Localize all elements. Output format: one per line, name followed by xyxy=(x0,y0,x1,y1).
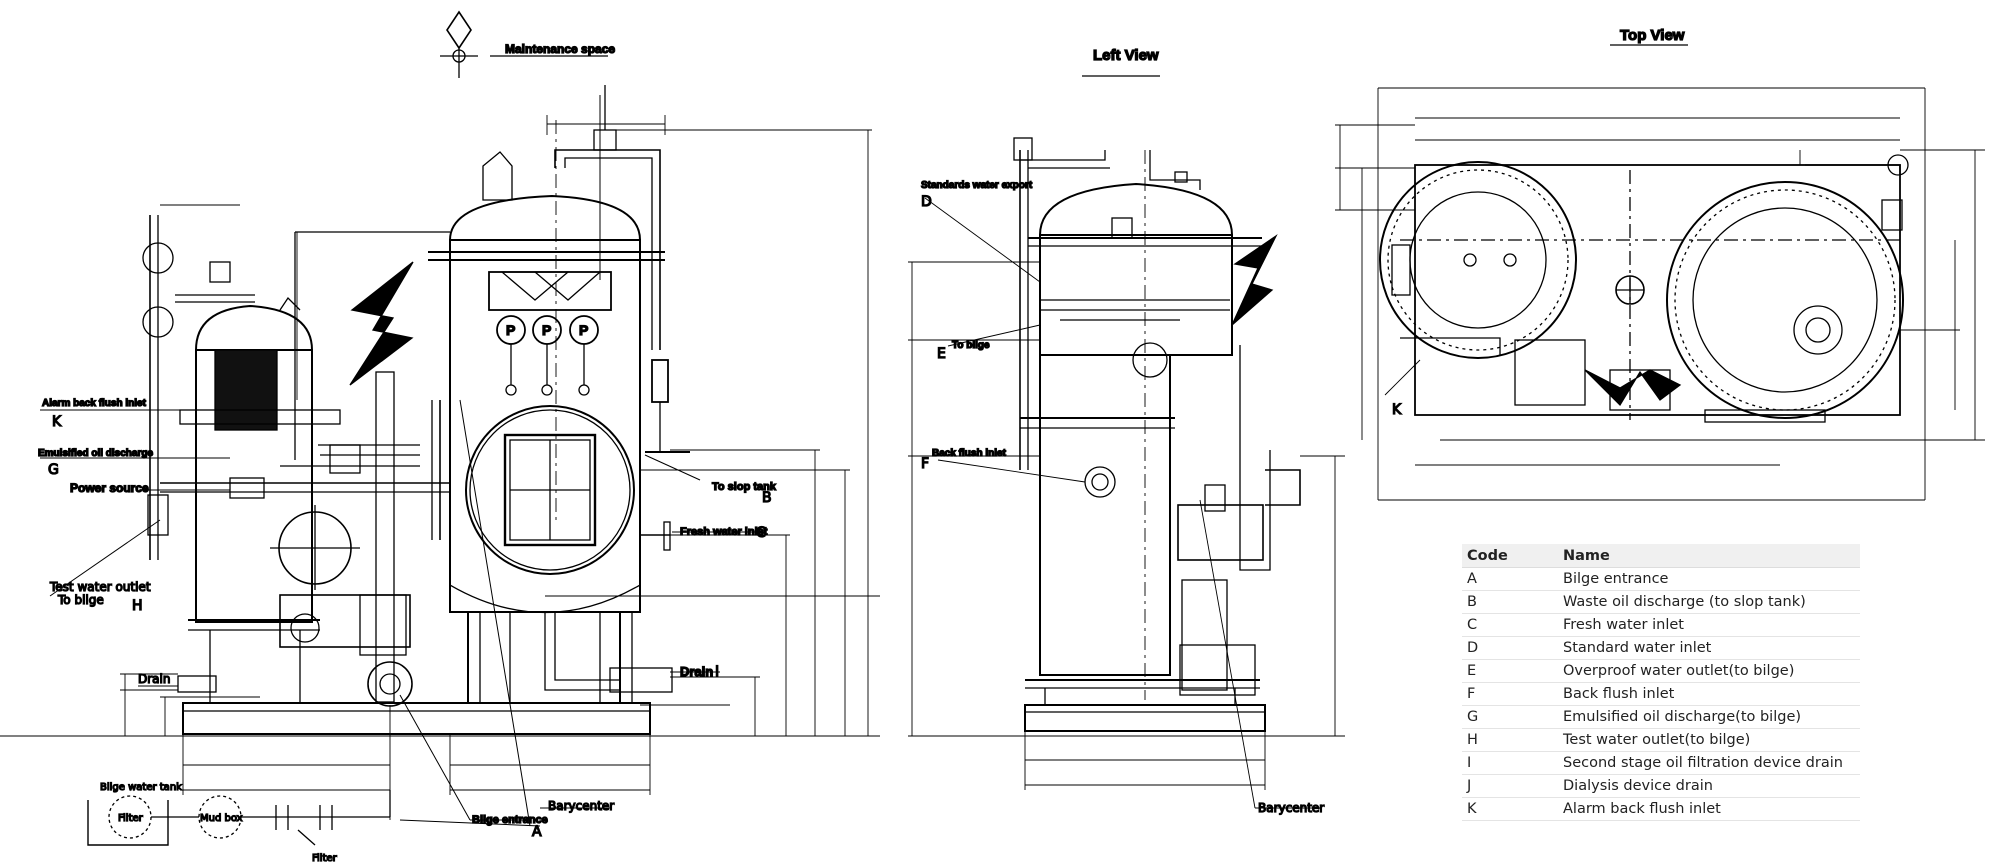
legend-name: Dialysis device drain xyxy=(1558,774,1860,798)
power-source-label: Power source xyxy=(70,481,149,495)
legend-code: J xyxy=(1462,774,1558,798)
letter-d: D xyxy=(921,194,932,210)
letter-h: H xyxy=(132,598,143,614)
left-view: Left View Standards water export D To bi… xyxy=(908,46,1345,816)
front-leader-lines xyxy=(40,95,760,827)
legend-name: Waste oil discharge (to slop tank) xyxy=(1558,590,1860,614)
manifold-piping xyxy=(160,231,450,540)
svg-text:P: P xyxy=(506,322,515,338)
legend-code: B xyxy=(1462,590,1558,614)
letter-i: I xyxy=(715,664,719,680)
legend-header-row: Code Name xyxy=(1462,544,1860,568)
pump-motor-group xyxy=(270,371,420,707)
pump-symbols: P P P xyxy=(505,321,589,338)
legend-code: A xyxy=(1462,567,1558,591)
to-bilge-left-label: To bilge xyxy=(952,340,990,351)
bilge-entrance-label: Bilge entrance xyxy=(472,814,548,826)
legend-code: D xyxy=(1462,636,1558,660)
maintenance-space-symbol xyxy=(440,10,608,78)
legend-code: G xyxy=(1462,705,1558,729)
legend-code: H xyxy=(1462,728,1558,752)
letter-b: B xyxy=(762,490,772,506)
main-separator-tank xyxy=(428,85,690,703)
to-bilge-label: To bilge xyxy=(57,593,104,607)
alarm-back-flush-inlet-label: Alarm back flush inlet xyxy=(42,398,147,409)
legend-name: Bilge entrance xyxy=(1558,567,1860,591)
drain-label: Drain xyxy=(138,672,170,686)
emulsified-oil-discharge-label: Emulsified oil discharge xyxy=(38,448,153,459)
barycenter-left-label: Barycenter xyxy=(1258,801,1324,815)
legend-header-code: Code xyxy=(1462,544,1558,568)
legend-name: Overproof water outlet(to bilge) xyxy=(1558,659,1860,683)
letter-f: F xyxy=(921,456,929,472)
legend-code: K xyxy=(1462,797,1558,821)
legend-code: F xyxy=(1462,682,1558,706)
legend-name: Fresh water inlet xyxy=(1558,613,1860,637)
mud-box-label: Mud box xyxy=(200,813,243,824)
svg-text:P: P xyxy=(579,322,588,338)
bilge-water-tank-label: Bilge water tank xyxy=(100,782,182,793)
barycenter-symbol xyxy=(349,261,414,386)
legend-code: C xyxy=(1462,613,1558,637)
legend-header-name: Name xyxy=(1558,544,1860,568)
standards-water-export-label: Standards water export xyxy=(921,180,1033,191)
letter-e: E xyxy=(937,346,946,362)
filter-label: Filter xyxy=(312,853,338,864)
left-view-title: Left View xyxy=(1093,47,1159,64)
drain-right-label: Drain xyxy=(680,664,713,679)
base-skid xyxy=(182,702,651,735)
front-view: Maintenance space Alarm back flush inlet… xyxy=(0,10,880,865)
front-dimension-lines xyxy=(0,115,880,820)
svg-text:P: P xyxy=(542,322,551,338)
letter-k: K xyxy=(52,414,62,430)
bilge-circuit xyxy=(87,790,391,846)
legend-code: I xyxy=(1462,751,1558,775)
barycenter-label: Barycenter xyxy=(548,799,614,813)
filter-circle-label: Filter xyxy=(118,813,144,824)
legend-name: Back flush inlet xyxy=(1558,682,1860,706)
legend-code: E xyxy=(1462,659,1558,683)
letter-c: C xyxy=(756,525,766,541)
fresh-water-inlet-label: Fresh water inlet xyxy=(680,526,768,538)
legend-name: Standard water inlet xyxy=(1558,636,1860,660)
legend-name: Test water outlet(to bilge) xyxy=(1558,728,1860,752)
letter-a: A xyxy=(532,824,542,840)
letter-k-top: K xyxy=(1392,402,1402,418)
top-view: Top View K xyxy=(1335,26,1985,501)
top-view-title: Top View xyxy=(1620,27,1685,44)
legend-name: Emulsified oil discharge(to bilge) xyxy=(1558,705,1860,729)
back-flush-inlet-label: Back flush inlet xyxy=(932,448,1007,459)
legend-name: Alarm back flush inlet xyxy=(1558,797,1860,821)
second-stage-tank xyxy=(142,215,341,703)
test-water-outlet-label: Test water outlet xyxy=(49,580,151,594)
maintenance-space-label: Maintenance space xyxy=(505,42,615,56)
to-slop-tank-label: To slop tank xyxy=(712,481,777,493)
letter-g: G xyxy=(48,462,59,478)
legend-name: Second stage oil filtration device drain xyxy=(1558,751,1860,775)
